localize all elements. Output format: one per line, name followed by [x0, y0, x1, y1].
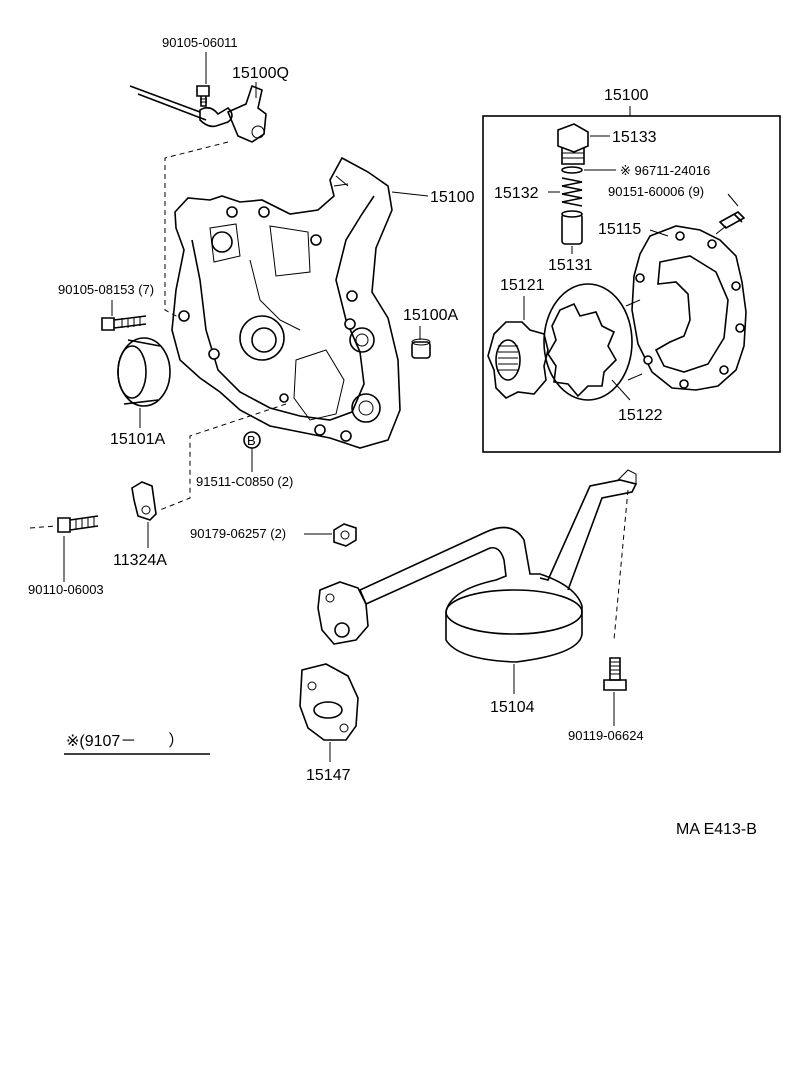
gasket-strainer — [299, 663, 359, 741]
pin — [411, 338, 431, 359]
driven-rotor — [543, 283, 643, 401]
callout-spring: 15132 — [494, 185, 539, 202]
callout-valve: 15131 — [548, 257, 593, 274]
drive-rotor — [487, 321, 549, 399]
callout-strainer: 15104 — [490, 699, 535, 716]
callout-sensor: 15100Q — [232, 65, 289, 82]
screw-plate — [715, 211, 746, 235]
b-marker-label: B — [247, 433, 256, 448]
oil-seal — [117, 337, 171, 407]
callout-driven-rotor: 15122 — [618, 407, 663, 424]
callout-bolt-cover: 90105-08153 (7) — [58, 282, 154, 297]
callout-gasket-strainer: 15147 — [306, 767, 351, 784]
pump-box-frame — [482, 115, 781, 453]
callout-pin: 15100A — [403, 307, 458, 324]
nut — [333, 523, 357, 547]
bolt-cover — [101, 315, 147, 331]
callout-bolt-strainer: 90119-06624 — [568, 728, 644, 743]
figure-code: MA E413-B — [676, 821, 757, 838]
callout-bracket: 11324A — [113, 552, 167, 569]
bolt-top — [196, 85, 210, 107]
callout-nut: 90179-06257 (2) — [190, 526, 286, 541]
relief-valve — [561, 210, 583, 245]
oil-strainer — [317, 469, 638, 663]
callout-pump-cover: 15115 — [598, 221, 641, 238]
callout-bolt-b: 91511-C0850 (2) — [196, 474, 293, 489]
relief-spring — [561, 177, 583, 207]
callout-screw-plate: 90151-60006 (9) — [608, 184, 704, 199]
callout-seal: 15101A — [110, 431, 165, 448]
callout-pump-box: 15100 — [604, 87, 649, 104]
bolt-strainer — [603, 657, 627, 691]
callout-gasket-marked: ※ 96711-24016 — [620, 163, 710, 178]
gasket-small — [561, 166, 583, 174]
timing-cover — [171, 156, 401, 449]
callout-relief-plug: 15133 — [612, 129, 657, 146]
pump-cover-plate — [631, 225, 747, 391]
bolt-bracket — [29, 515, 99, 533]
callout-bolt-top: 90105-06011 — [162, 35, 238, 50]
callout-drive-rotor: 15121 — [500, 277, 545, 294]
relief-plug — [557, 123, 589, 165]
callout-pump-body: 15100 — [430, 189, 475, 206]
sensor-assembly — [129, 84, 267, 143]
callout-bolt-bracket: 90110-06003 — [28, 582, 104, 597]
note-date-range: ※(9107－ ） — [66, 732, 184, 750]
bracket — [131, 481, 157, 521]
